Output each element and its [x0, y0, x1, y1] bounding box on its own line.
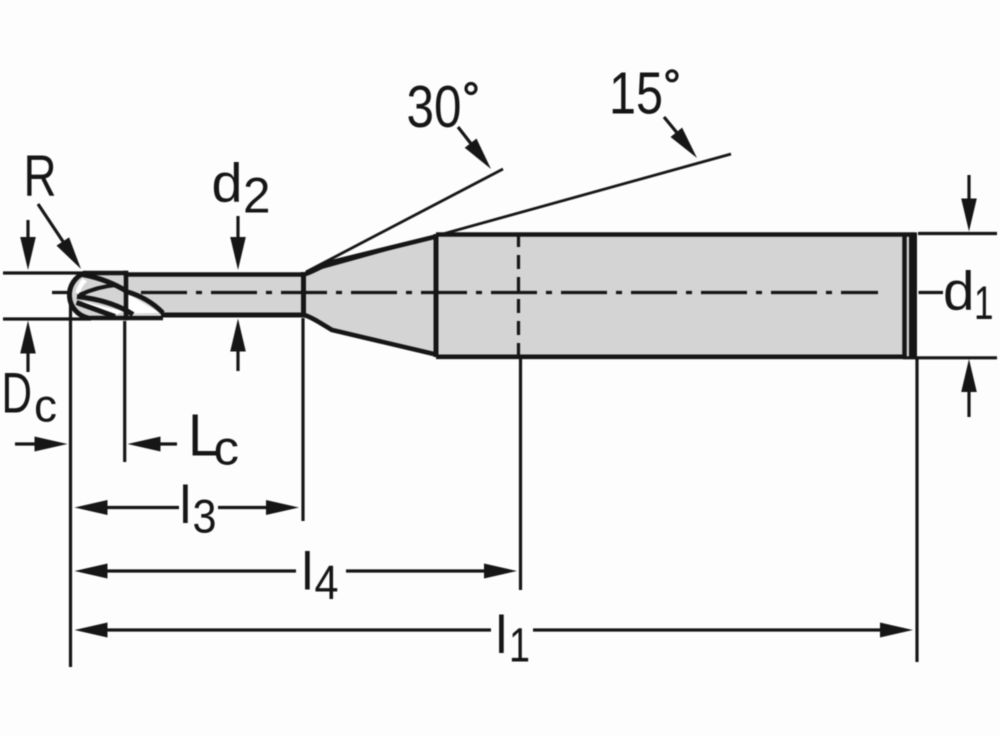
- svg-text:c: c: [34, 380, 57, 432]
- svg-text:15: 15: [609, 60, 663, 127]
- svg-text:1: 1: [509, 620, 530, 673]
- svg-text:c: c: [214, 423, 240, 476]
- svg-text:3: 3: [193, 490, 217, 543]
- svg-text:l: l: [302, 543, 314, 602]
- svg-text:L: L: [188, 403, 219, 469]
- svg-text:2: 2: [243, 168, 271, 224]
- svg-text:4: 4: [315, 557, 339, 610]
- svg-text:d: d: [943, 260, 975, 322]
- svg-text:d: d: [212, 152, 243, 214]
- svg-text:D: D: [2, 362, 33, 426]
- svg-text:l: l: [496, 606, 508, 665]
- svg-text:R: R: [24, 144, 57, 209]
- svg-text:30: 30: [407, 74, 462, 140]
- svg-text:1: 1: [974, 276, 994, 329]
- svg-text:l: l: [180, 476, 192, 535]
